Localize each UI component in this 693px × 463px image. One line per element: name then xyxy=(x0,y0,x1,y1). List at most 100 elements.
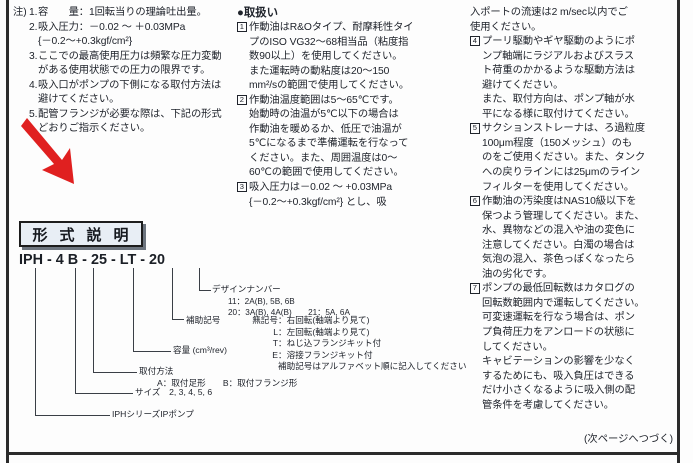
note-text: 容 量：1回転当りの理論吐出量。 xyxy=(38,7,207,18)
model-code-string: IPH - 4 B - 25 - LT - 20 xyxy=(19,252,166,268)
page-border-left xyxy=(6,0,9,463)
note-text: 吸入圧力：－0.02 ～ ＋0.03MPa xyxy=(38,21,186,33)
aux-symbol-value: ：ねじ込フランジキット付 xyxy=(278,338,382,349)
handling-item-line: プ負荷圧力をアンロードの状態に xyxy=(482,327,635,339)
handling-item-line: ポンプの最低回転数はカタログの xyxy=(482,283,635,295)
aux-symbol-footnote: 補助記号はアルファベット順に記入してください xyxy=(278,361,467,372)
design-number-line: 11：2A(B), 5B, 6B xyxy=(228,296,295,306)
handling-item-line: キャビテーションの影響を少なく xyxy=(482,356,635,368)
handling-item-line: サクションストレーナは、ろ過粒度 xyxy=(482,123,645,135)
note-text-cont: {－0.2～+0.3kgf/cm²} xyxy=(38,36,133,48)
annotation-series: IPHシリーズIPポンプ xyxy=(112,409,194,419)
leader-stem-size xyxy=(75,268,77,394)
handling-item-line: 60℃の範囲で使用してください。 xyxy=(249,167,404,179)
mounting-detail: A：取付足形 B：取付フランジ形 xyxy=(157,377,298,388)
annotation-aux-symbol: 補助記号 無記号 ：右回転(軸端より見て) L ：左回転(軸端より見て) T ：… xyxy=(186,315,466,373)
title-char: 形 xyxy=(32,226,49,244)
note-text-cont: 避けてください。 xyxy=(38,94,120,106)
handling-item: 5 サクションストレーナは、ろ過粒度 xyxy=(470,122,673,137)
handling-item-line: mm²/sの範囲で使用してください。 xyxy=(249,80,410,92)
handling-item-number: 1 xyxy=(237,21,249,36)
handling-item-line: 作動油はR&Oタイプ、耐摩耗性タイ xyxy=(249,22,414,33)
annotation-mounting: 取付方法 A：取付足形 B：取付フランジ形 xyxy=(139,366,297,389)
note-item: 4. 吸入口がポンプの下側になる取付方法は xyxy=(29,79,225,94)
handling-item-line: プのISO VG32～68相当品（粘度指 xyxy=(249,36,409,48)
handling-item-line: 数90以上）を使用してください。 xyxy=(249,51,403,63)
aux-symbol-key: 無記号 xyxy=(252,315,278,325)
handling-item-line: だけ小さくなるように吸入側の配 xyxy=(482,385,635,397)
note-number: 3. xyxy=(29,50,38,62)
notes-header: 注) xyxy=(13,7,27,18)
note-item: 3. ここでの最高使用圧力は頻繁な圧力変動 xyxy=(29,50,225,65)
leader-stem-capacity xyxy=(133,268,135,352)
annotation-design-number: デザインナンバー 11：2A(B), 5B, 6B 20：3A(B), 4A(B… xyxy=(212,284,350,319)
leader-stem-mounting xyxy=(93,268,95,373)
design-number-line: 20：3A(B), 4A(B) 21：5A, 6A xyxy=(228,308,350,318)
handling-item-number: 3 xyxy=(237,181,249,196)
handling-item-number: 6 xyxy=(470,195,482,210)
red-arrow-icon xyxy=(21,118,74,184)
handling-item: 6 作動油の汚染度はNAS10級以下を xyxy=(470,195,673,210)
handling-item-line: フィルターを使用してください。 xyxy=(482,181,635,193)
handling-item-line: 回転数範囲内で運転してください。 xyxy=(482,297,645,309)
title-char: 明 xyxy=(113,226,130,244)
note-text-cont: どおりご指示ください。 xyxy=(38,123,151,135)
handling-item-line: 作動油の汚染度はNAS10級以下を xyxy=(482,196,637,208)
handling-item-line: また運転時の動粘度は20～150 xyxy=(249,65,390,77)
handling-item-line: 避けてください。 xyxy=(482,79,564,91)
aux-symbol-key: E xyxy=(272,349,278,360)
handling-item-line: ンプ軸端にラジアルおよびスラス xyxy=(482,50,635,62)
leader-stem-design xyxy=(199,268,201,291)
note-text: ここでの最高使用圧力は頻繁な圧力変動 xyxy=(38,50,222,62)
aux-symbol-value: ：溶接フランジキット付 xyxy=(278,349,373,360)
handling-item-line: 水、異物などの混入や油の変色に xyxy=(482,225,635,237)
handling-item: 7 ポンプの最低回転数はカタログの xyxy=(470,282,673,297)
page-border-bottom xyxy=(6,452,680,455)
handling-item-line: 平になる様に取付けてください。 xyxy=(482,108,635,120)
handling-item-line: 5℃になるまで準備運転を行なって xyxy=(249,138,409,150)
handling-item-line: 吸入圧力は－0.02 ～ +0.03MPa xyxy=(249,182,392,194)
handling-item-line: 注意してください。白濁の場合は xyxy=(482,239,635,251)
notes-block: 注) 1. 容 量：1回転当りの理論吐出量。 2. 吸入圧力：－0.02 ～ ＋… xyxy=(13,6,225,137)
note-text: 配管フランジが必要な際は、下記の形式 xyxy=(38,108,222,120)
handling-item: 1 作動油はR&Oタイプ、耐摩耗性タイ xyxy=(237,21,437,36)
note-text-cont: がある使用状態での圧力の限界です。 xyxy=(38,65,211,77)
leader-line-design xyxy=(199,290,211,292)
handling-item-line: 作動油温度範囲は5～65℃です。 xyxy=(249,94,399,106)
note-number: 5. xyxy=(29,108,38,120)
handling-item: 4 プーリ駆動やギヤ駆動のようにポ xyxy=(470,35,673,50)
handling-item-line: してください。 xyxy=(482,341,553,353)
handling-item-line: するためにも、吸入負圧はできる xyxy=(482,370,635,382)
handling-item-line: 保つよう管理してください。また、 xyxy=(482,210,645,222)
handling-item-line: 作動油を暖めるか、低圧で油温が xyxy=(249,123,402,135)
handling-item-line: 使用ください。 xyxy=(470,21,542,33)
handling-item-line: 始動時の油温が5℃以下の場合は xyxy=(249,109,399,121)
note-number: 1. xyxy=(29,7,38,18)
note-number: 4. xyxy=(29,79,38,91)
note-item: 1. 容 量：1回転当りの理論吐出量。 xyxy=(29,6,225,21)
handling-item-line: のをご使用ください。また、タンク xyxy=(482,152,646,164)
leader-line-mounting xyxy=(93,372,137,374)
aux-symbol-value: ：左回転(軸端より見て) xyxy=(278,326,370,337)
handling-item-line: への戻りラインには25μmのライン xyxy=(482,167,641,179)
handling-item-line: 管条件を考慮してください。 xyxy=(482,399,614,411)
handling-item-number: 4 xyxy=(470,35,482,50)
leader-stem-series xyxy=(35,268,37,416)
handling-item: 2 作動油温度範囲は5～65℃です。 xyxy=(237,94,437,109)
leader-line-size xyxy=(75,393,133,395)
annotation-size: サイズ 2, 3, 4, 5, 6 xyxy=(135,387,213,397)
title-char: 説 xyxy=(86,226,103,244)
handling-item-line: 油の劣化です。 xyxy=(482,268,553,280)
page-border-right xyxy=(677,0,680,463)
handling-item-number: 7 xyxy=(470,282,482,297)
handling-item-number: 5 xyxy=(470,122,482,137)
handling-item-line: 入ポートの流速は2 m/sec以内でご xyxy=(470,7,628,18)
handling-item-line: 100μm程度（150メッシュ）のも xyxy=(482,137,633,149)
leader-stem-aux xyxy=(172,268,174,320)
handling-item: 3 吸入圧力は－0.02 ～ +0.03MPa xyxy=(237,181,437,196)
note-number: 2. xyxy=(29,21,38,33)
handling-item-line: 可変速運転を行なう場合は、ポン xyxy=(482,312,635,324)
design-number-label: デザインナンバー xyxy=(212,284,281,294)
handling-item-line: また、取付方向は、ポンプ軸が水 xyxy=(482,94,635,106)
